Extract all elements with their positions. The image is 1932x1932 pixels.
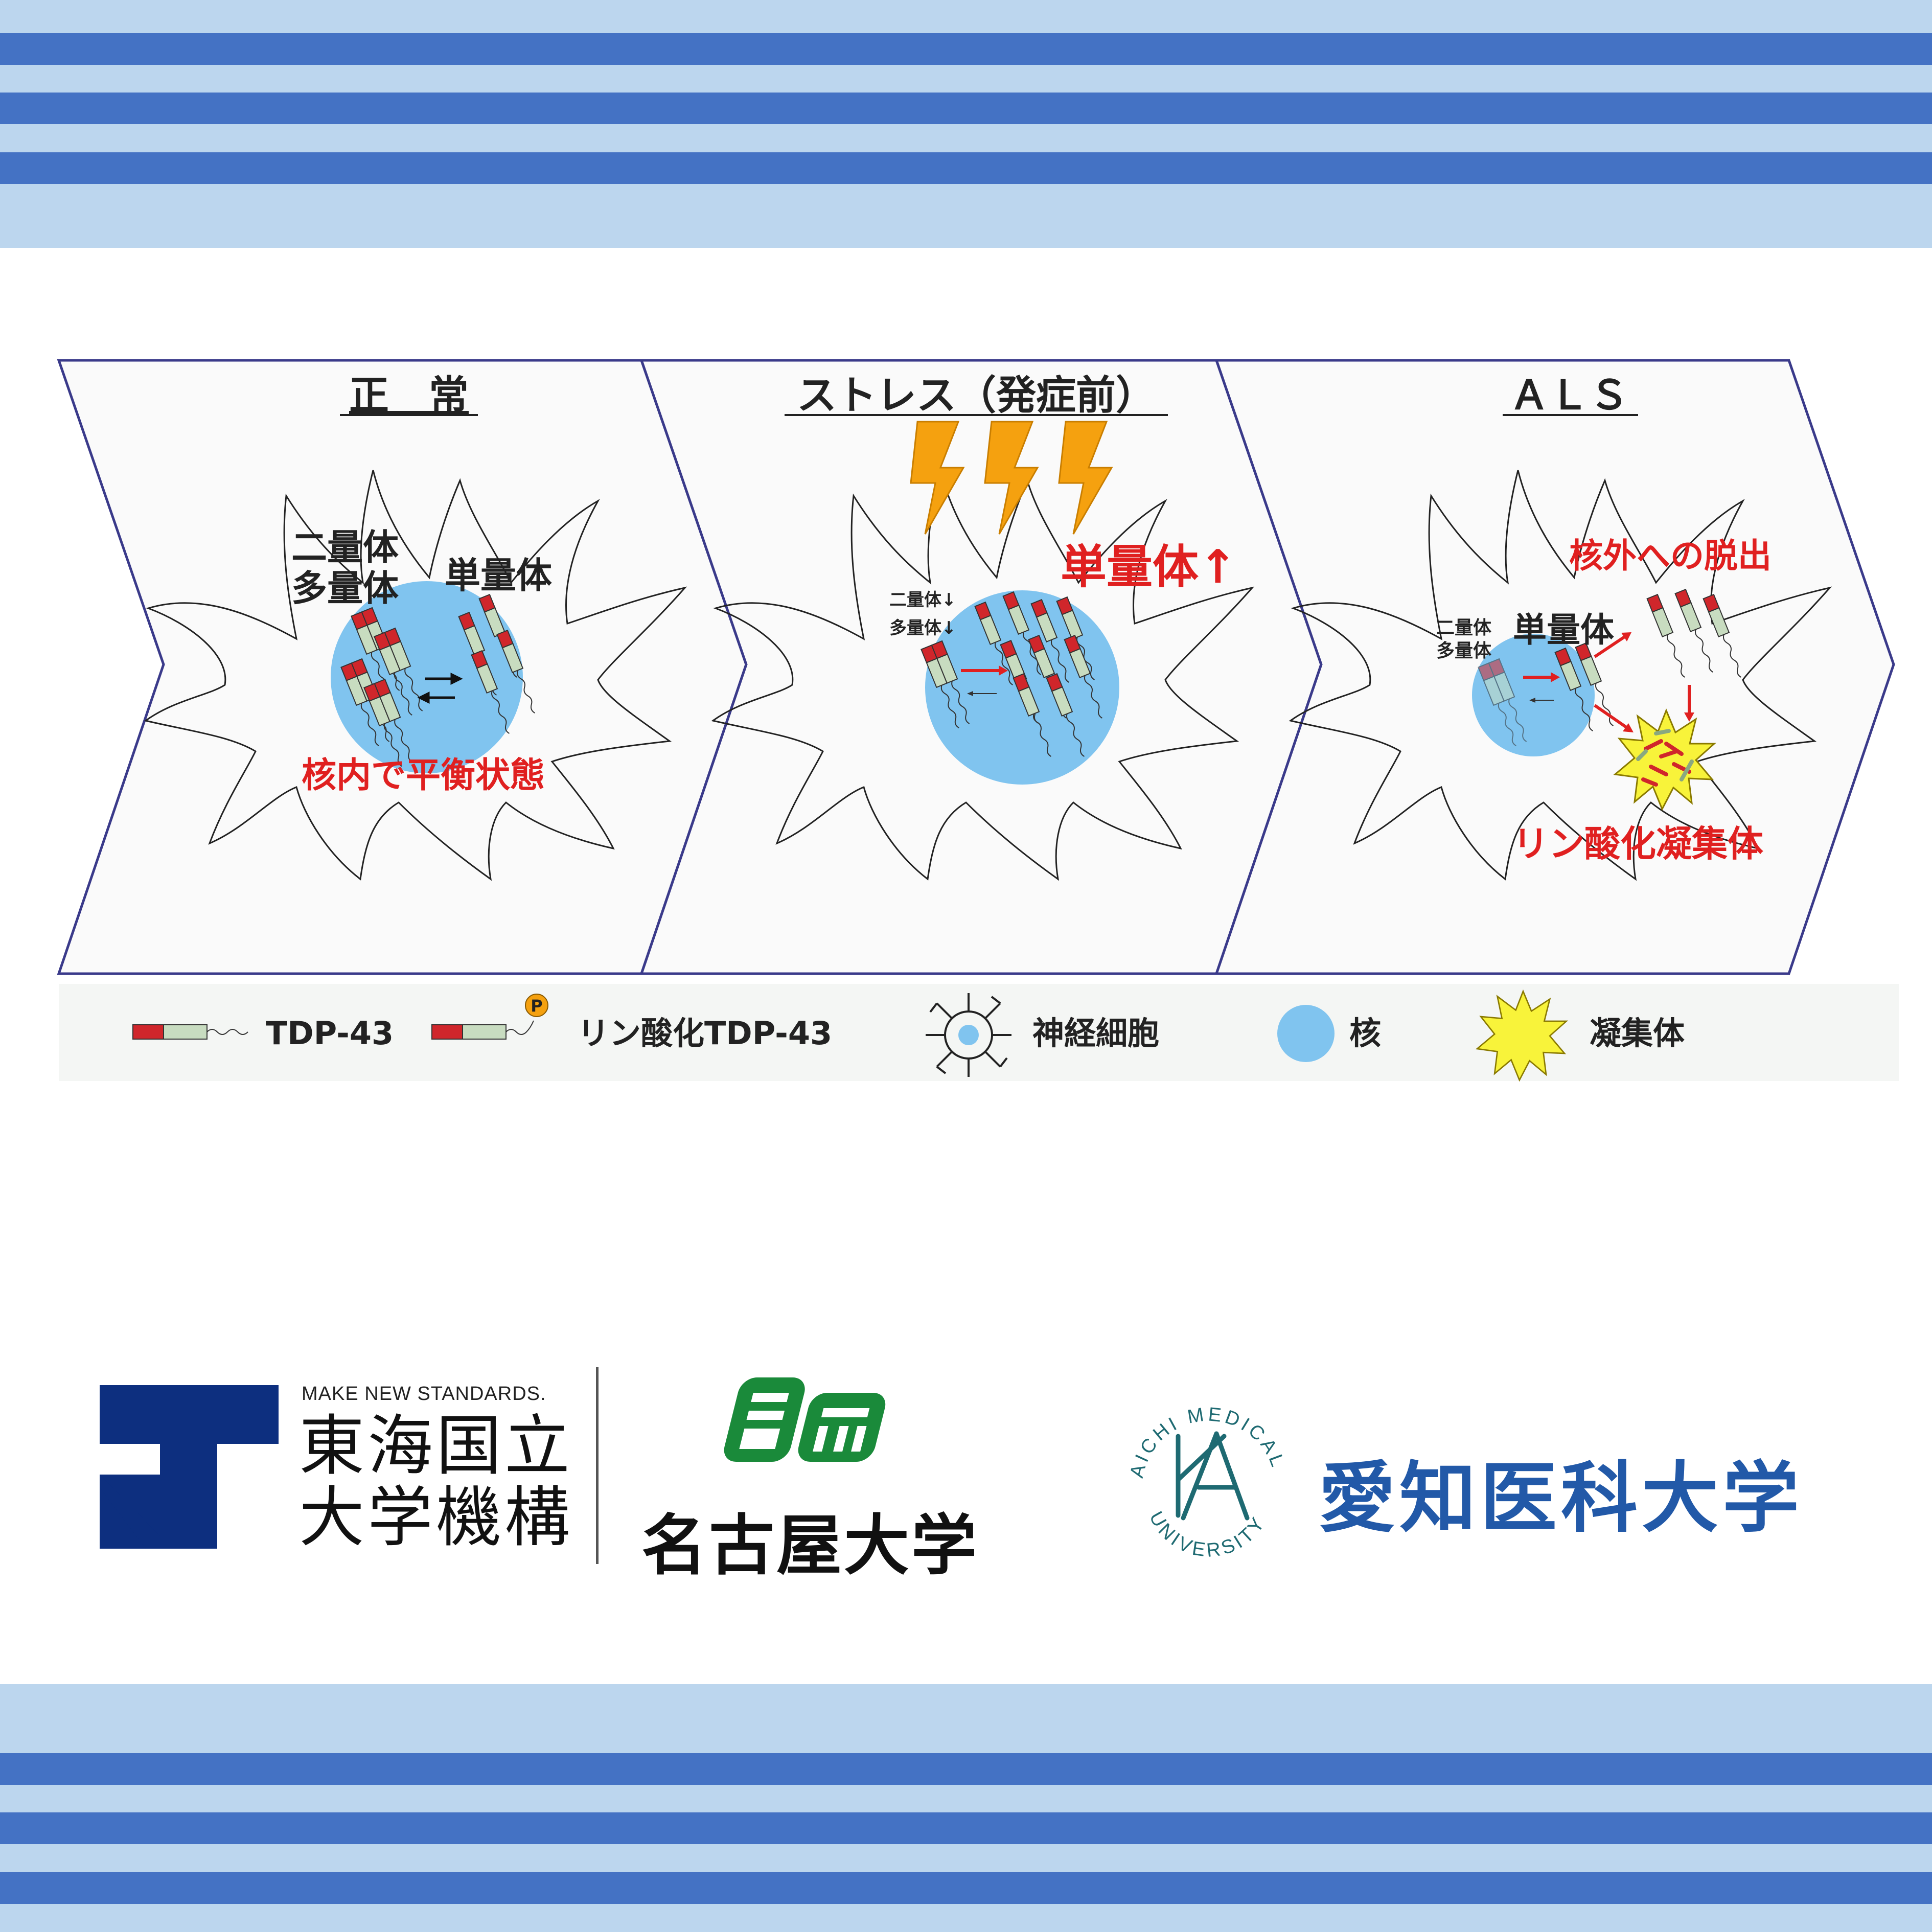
label-dimer-als: 二量体: [1436, 617, 1491, 638]
legend-label-aggregate: 凝集体: [1590, 1015, 1685, 1052]
legend-label-tdp43: TDP-43: [266, 1015, 394, 1052]
nagoya-name: 名古屋大学: [641, 1507, 979, 1584]
label-nuclear-export: 核外への脱出: [1569, 536, 1772, 576]
tdp43-icon: [132, 1024, 248, 1040]
aichi-name: 愛知医科大学: [1319, 1454, 1804, 1543]
tdp43-als-diagram: 正 常 ストレス（発症前） ＡＬＳ 二量体 多量体 単量体 核内で平衡状態 二量…: [57, 359, 1899, 1081]
phospho-aggregate: [1614, 709, 1715, 810]
als-arrows: [1523, 632, 1694, 732]
tokai-name-line2: 大学機構: [299, 1480, 573, 1556]
label-equilibrium: 核内で平衡状態: [302, 755, 545, 796]
label-monomer-stress: 単量体↑: [1061, 540, 1237, 594]
equilibrium-arrows: [417, 672, 463, 704]
label-monomer-als: 単量体: [1513, 610, 1614, 650]
lightning-bolt-icon: [910, 421, 965, 535]
stress-arrows: [961, 665, 1008, 696]
top-stripe-1: [0, 33, 1932, 65]
legend-background: [59, 984, 1899, 1081]
bottom-stripe-1: [0, 1753, 1932, 1785]
panel-title-stress: ストレス（発症前）: [797, 373, 1156, 419]
bottom-stripe-3: [0, 1872, 1932, 1904]
legend-label-phospho-tdp43: リン酸化TDP-43: [578, 1015, 832, 1052]
legend: TDP-43 P リン酸化TDP-43 神経細胞 核: [132, 991, 1685, 1081]
logo-divider: [596, 1367, 599, 1564]
label-monomer-normal: 単量体: [445, 555, 552, 596]
tokai-logo-mark: [100, 1385, 279, 1549]
stress-lightning-bolts: [910, 421, 1113, 535]
nucleus-icon: [1277, 1005, 1335, 1062]
legend-label-neuron: 神経細胞: [1032, 1015, 1159, 1052]
top-stripe-3: [0, 152, 1932, 184]
label-dimer-stress: 二量体↓: [889, 590, 956, 610]
panel-title-normal: 正 常: [349, 373, 469, 419]
tokai-tagline: MAKE NEW STANDARDS.: [302, 1383, 546, 1405]
top-stripe-2: [0, 93, 1932, 124]
label-dimer-normal: 二量体: [291, 526, 399, 568]
svg-text:AICHI MEDICAL: AICHI MEDICAL: [1126, 1404, 1289, 1480]
nagoya-logo-mark: [724, 1377, 886, 1462]
panel-title-als: ＡＬＳ: [1509, 373, 1629, 419]
neuron-icon: [926, 993, 1011, 1077]
label-oligomer-als: 多量体: [1436, 640, 1491, 661]
svg-text:UNIVERSITY: UNIVERSITY: [1145, 1508, 1271, 1561]
lightning-bolt-icon: [1058, 421, 1113, 535]
aichi-logo-emblem: AICHI MEDICAL UNIVERSITY: [1126, 1404, 1289, 1561]
lightning-bolt-icon: [984, 421, 1039, 535]
label-oligomer-normal: 多量体: [291, 567, 399, 609]
label-oligomer-stress: 多量体↓: [889, 618, 956, 638]
phospho-badge: P: [531, 996, 542, 1016]
top-stripe-band: [0, 0, 1932, 248]
legend-label-nucleus: 核: [1349, 1015, 1381, 1052]
bottom-stripe-band: [0, 1684, 1932, 1932]
label-phospho-aggregate: リン酸化凝集体: [1513, 823, 1763, 865]
tokai-name-line1: 東海国立: [299, 1408, 573, 1484]
phospho-tdp43-icon: P: [431, 994, 548, 1040]
bottom-stripe-2: [0, 1812, 1932, 1844]
